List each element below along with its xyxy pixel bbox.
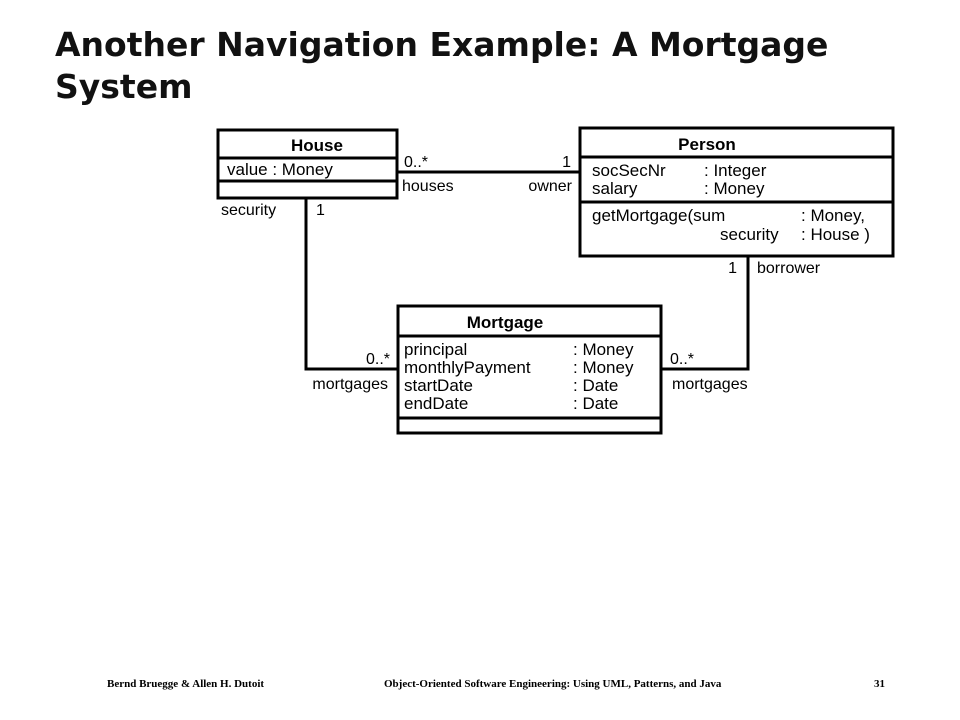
footer-page-number: 31: [874, 678, 885, 690]
class-person: Person socSecNr : Integer salary : Money…: [578, 126, 895, 258]
association-person-mortgage: [661, 256, 750, 371]
role-label: houses: [402, 178, 454, 195]
class-mortgage-name: Mortgage: [467, 313, 544, 332]
role-label: borrower: [757, 260, 821, 277]
person-operation-type: : Money,: [801, 206, 865, 225]
role-label: mortgages: [312, 376, 388, 393]
mortgage-attribute-name: endDate: [404, 394, 468, 413]
person-attribute-type: : Money: [704, 179, 765, 198]
multiplicity-label: 1: [562, 154, 571, 171]
mortgage-attribute-type: : Date: [573, 376, 618, 395]
multiplicity-label: 1: [316, 202, 325, 219]
slide-title-line2: System: [55, 67, 193, 106]
multiplicity-label: 0..*: [404, 154, 428, 171]
class-house-name: House: [291, 136, 343, 155]
role-label: security: [221, 202, 276, 219]
class-house-attribute: value : Money: [227, 160, 333, 179]
slide-title-line1: Another Navigation Example: A Mortgage: [55, 25, 829, 64]
role-label: mortgages: [672, 376, 748, 393]
mortgage-attribute-name: principal: [404, 340, 467, 359]
role-label: owner: [528, 178, 572, 195]
mortgage-attribute-name: monthlyPayment: [404, 358, 531, 377]
person-attribute-name: salary: [592, 179, 638, 198]
person-operation-param: security: [720, 225, 779, 244]
person-operation-type: : House ): [801, 225, 870, 244]
class-mortgage: Mortgage principal : Money monthlyPaymen…: [396, 304, 663, 435]
footer-book-title: Object-Oriented Software Engineering: Us…: [384, 678, 722, 690]
class-person-name: Person: [678, 135, 736, 154]
multiplicity-label: 1: [728, 260, 737, 277]
slide-title: Another Navigation Example: A Mortgage S…: [55, 24, 935, 108]
class-house: House value : Money: [216, 128, 399, 200]
mortgage-attribute-name: startDate: [404, 376, 473, 395]
multiplicity-label: 0..*: [670, 351, 694, 368]
mortgage-attribute-type: : Date: [573, 394, 618, 413]
association-house-mortgage: [304, 198, 398, 371]
mortgage-attribute-type: : Money: [573, 358, 634, 377]
person-attribute-name: socSecNr: [592, 161, 666, 180]
person-attribute-type: : Integer: [704, 161, 767, 180]
footer-authors: Bernd Bruegge & Allen H. Dutoit: [107, 678, 265, 690]
person-operation-name: getMortgage(sum: [592, 206, 725, 225]
mortgage-attribute-type: : Money: [573, 340, 634, 359]
multiplicity-label: 0..*: [366, 351, 390, 368]
